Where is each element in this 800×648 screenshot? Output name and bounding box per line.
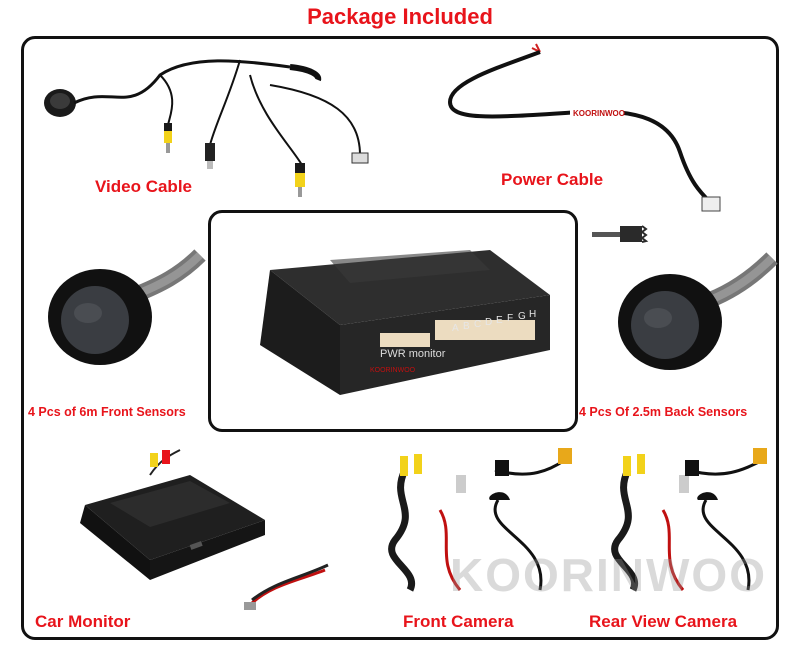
control-box-brand: KOORINWOO (370, 367, 416, 374)
page-title: Package Included (307, 4, 493, 29)
front-sensors-label: 4 Pcs of 6m Front Sensors (28, 405, 186, 419)
watermark: KOORINWOO (450, 549, 767, 601)
port-row (380, 320, 535, 347)
package-frame (21, 36, 779, 640)
port-letter-c: C (474, 319, 481, 330)
port-letter-d: D (485, 317, 492, 328)
power-cable-image: KOORINWOO (447, 43, 721, 212)
front-camera-image (388, 448, 572, 592)
port-letter-f: F (507, 313, 513, 324)
rear-camera-image (611, 448, 767, 592)
back-sensor-image (618, 252, 778, 370)
power-cord-image (244, 563, 329, 610)
power-cable-label: Power Cable (501, 170, 604, 189)
port-letter-g: G (518, 311, 526, 322)
front-camera-label: Front Camera (403, 612, 514, 631)
video-cable-image (44, 59, 369, 197)
video-cable-label: Video Cable (95, 177, 192, 196)
port-letter-b: B (463, 321, 470, 332)
front-sensor-image (48, 249, 206, 365)
pwr-monitor-label: PWR monitor (380, 348, 446, 360)
power-cable-brand: KOORINWOO (573, 109, 625, 118)
car-monitor-image (80, 449, 265, 580)
car-monitor-label: Car Monitor (35, 612, 131, 631)
rear-camera-label: Rear View Camera (589, 612, 738, 631)
port-letter-a: A (452, 323, 459, 334)
port-letter-e: E (496, 315, 503, 326)
port-letter-h: H (529, 309, 536, 320)
hole-saw-image (592, 225, 649, 243)
back-sensors-label: 4 Pcs Of 2.5m Back Sensors (579, 405, 748, 419)
